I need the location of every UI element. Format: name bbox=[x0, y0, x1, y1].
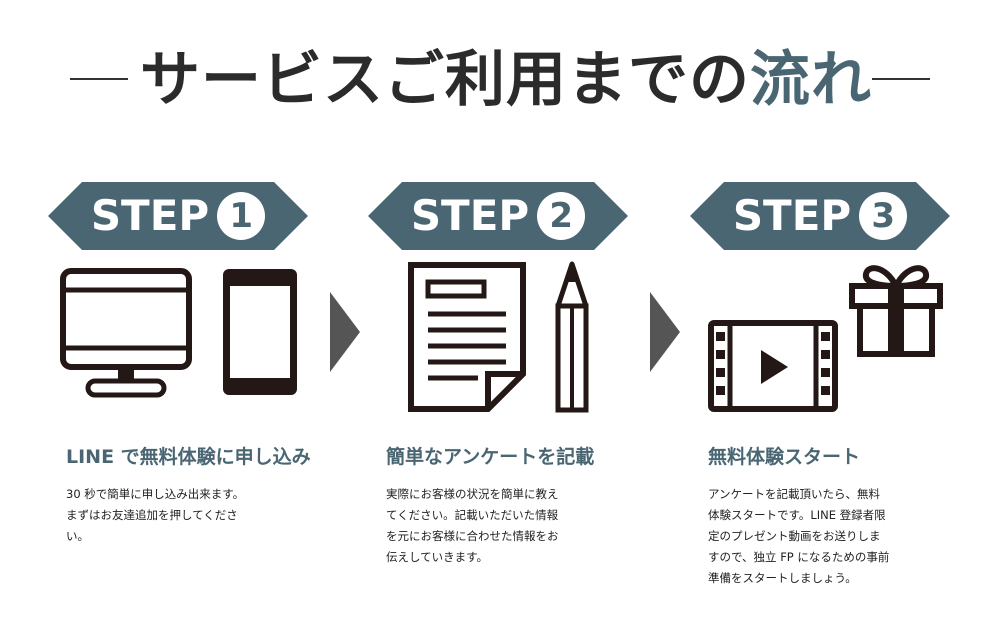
pencil-icon bbox=[555, 261, 589, 413]
document-icon bbox=[408, 262, 526, 412]
step-number: 1 bbox=[217, 192, 266, 240]
desc-line: まずはお友達追加を押してくださ bbox=[66, 508, 238, 522]
desc-line: 定のプレゼント動画をお送りしま bbox=[708, 529, 881, 543]
desc-line: 伝えしていきます。 bbox=[386, 550, 489, 564]
desc-line: い。 bbox=[66, 529, 89, 543]
desc-line: 準備をスタートしましょう。 bbox=[708, 571, 857, 585]
step-2-title: 簡単なアンケートを記載 bbox=[386, 446, 595, 468]
desc-line: すので、独立 FP になるための事前 bbox=[708, 550, 890, 564]
step-1-icons bbox=[48, 258, 328, 418]
page-title: サービスご利用までの流れ bbox=[140, 42, 871, 118]
title-line-left bbox=[70, 78, 128, 80]
step-3-icons bbox=[690, 258, 970, 418]
desc-line: アンケートを記載頂いたら、無料 bbox=[708, 487, 881, 501]
desc-line: を元にお客様に合わせた情報をお bbox=[386, 529, 559, 543]
title-line-right bbox=[872, 78, 930, 80]
step-word: STEP bbox=[90, 191, 210, 240]
step-3: STEP 3 無料体験スタート アンケートを記載頂いたら、無料 bbox=[690, 0, 970, 635]
title-main: サービスご利用までの bbox=[140, 45, 750, 115]
step-word: STEP bbox=[732, 191, 852, 240]
step-number: 2 bbox=[537, 192, 586, 240]
desc-line: 体験スタートです。LINE 登録者限 bbox=[708, 508, 886, 522]
video-player-icon bbox=[708, 320, 838, 412]
desc-line: 30 秒で簡単に申し込み出来ます。 bbox=[66, 487, 245, 501]
step-1-badge: STEP 1 bbox=[48, 182, 308, 250]
desc-line: てください。記載いただいた情報 bbox=[386, 508, 559, 522]
chevron-right-icon bbox=[330, 292, 360, 372]
step-2-badge: STEP 2 bbox=[368, 182, 628, 250]
step-1-title: LINE で無料体験に申し込み bbox=[66, 446, 311, 468]
step-3-title: 無料体験スタート bbox=[708, 446, 861, 468]
smartphone-icon bbox=[223, 269, 297, 395]
step-2: STEP 2 簡単なアンケートを記載 実際にお客様の状況を簡単に教え てください… bbox=[368, 0, 648, 635]
gift-icon bbox=[849, 265, 943, 357]
step-2-description: 実際にお客様の状況を簡単に教え てください。記載いただいた情報 を元にお客様に合… bbox=[386, 484, 618, 568]
step-word: STEP bbox=[410, 191, 530, 240]
step-2-icons bbox=[368, 258, 648, 418]
step-3-badge: STEP 3 bbox=[690, 182, 950, 250]
title-row: サービスご利用までの流れ bbox=[0, 40, 1000, 120]
title-accent: 流れ bbox=[750, 45, 872, 115]
monitor-icon bbox=[60, 268, 192, 398]
chevron-right-icon bbox=[650, 292, 680, 372]
step-3-description: アンケートを記載頂いたら、無料 体験スタートです。LINE 登録者限 定のプレゼ… bbox=[708, 484, 940, 589]
step-1: STEP 1 LINE で無料体験に申し込み 30 秒で簡単に申し込み出来ます。… bbox=[48, 0, 328, 635]
step-1-description: 30 秒で簡単に申し込み出来ます。 まずはお友達追加を押してくださ い。 bbox=[66, 484, 298, 547]
desc-line: 実際にお客様の状況を簡単に教え bbox=[386, 487, 559, 501]
step-number: 3 bbox=[859, 192, 908, 240]
